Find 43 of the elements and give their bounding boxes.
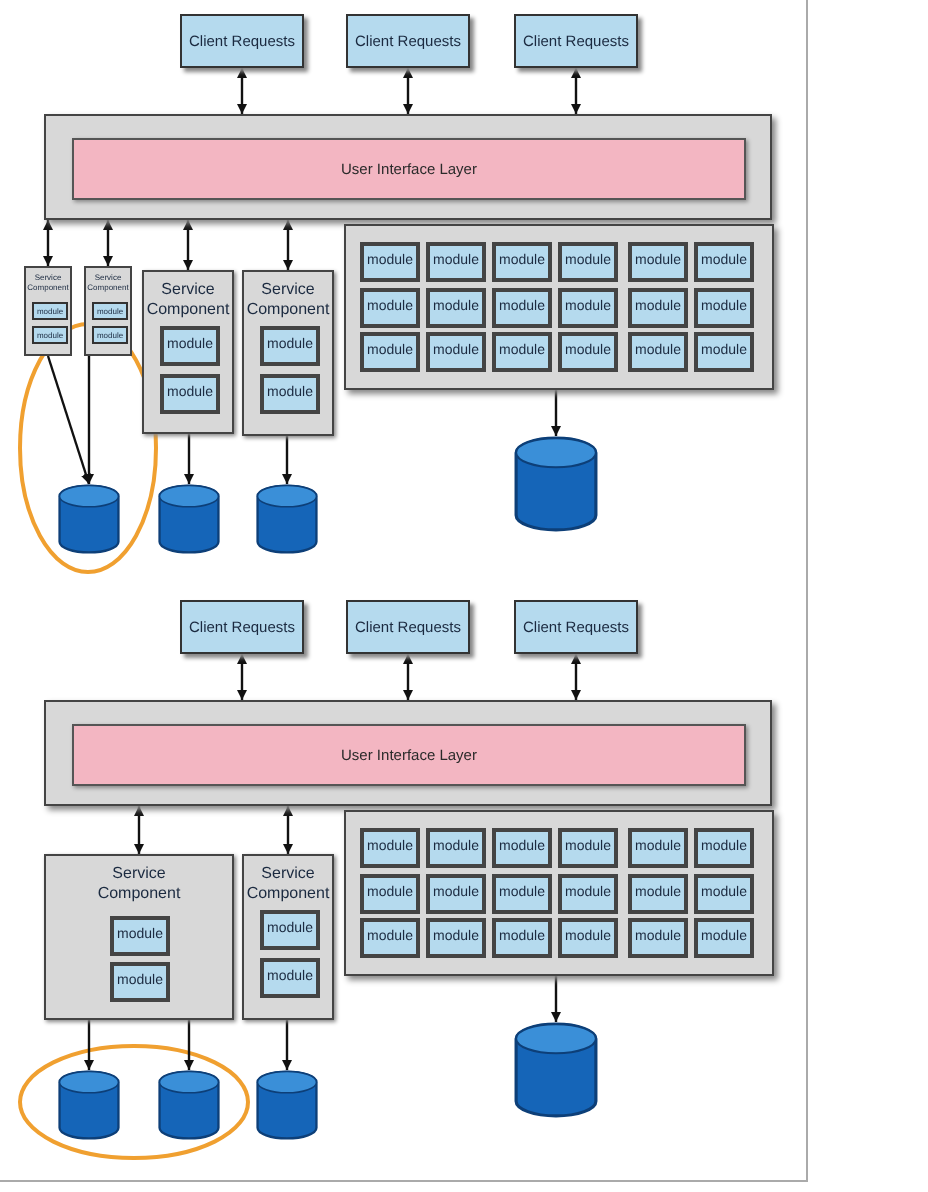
component-label: Service Component xyxy=(244,280,332,320)
arrow xyxy=(183,220,193,270)
layer-band xyxy=(44,700,772,806)
arrow xyxy=(184,434,194,484)
arrow xyxy=(283,806,293,854)
arrow xyxy=(237,654,247,700)
component-label: Service Component xyxy=(244,864,332,904)
module-container xyxy=(344,810,774,976)
arrow xyxy=(84,356,94,484)
arrow xyxy=(134,806,144,854)
database-cylinder xyxy=(514,436,598,532)
layer-band xyxy=(44,114,772,220)
component-label: Service Component xyxy=(95,864,183,904)
component-box xyxy=(242,270,334,436)
arrow xyxy=(282,436,292,484)
arrow xyxy=(84,1020,94,1070)
database-cylinder xyxy=(58,484,120,554)
arrow xyxy=(403,68,413,114)
arrow xyxy=(571,68,581,114)
arrow xyxy=(237,68,247,114)
arrow xyxy=(551,390,561,436)
database-cylinder xyxy=(256,1070,318,1140)
database-cylinder xyxy=(158,484,220,554)
component-box xyxy=(84,266,132,356)
arrow xyxy=(184,1020,194,1070)
arrow xyxy=(403,654,413,700)
database-cylinder xyxy=(58,1070,120,1140)
arrow xyxy=(283,220,293,270)
component-box xyxy=(44,854,234,1020)
arrow xyxy=(282,1020,292,1070)
arrow xyxy=(103,220,113,266)
component-box xyxy=(24,266,72,356)
arrow xyxy=(551,976,561,1022)
arrow xyxy=(46,355,91,485)
arrow xyxy=(571,654,581,700)
module-container xyxy=(344,224,774,390)
arrow xyxy=(43,220,53,266)
component-label: Service Component xyxy=(144,280,232,320)
component-box xyxy=(242,854,334,1020)
database-cylinder xyxy=(158,1070,220,1140)
database-cylinder xyxy=(514,1022,598,1118)
database-cylinder xyxy=(256,484,318,554)
component-box xyxy=(142,270,234,434)
